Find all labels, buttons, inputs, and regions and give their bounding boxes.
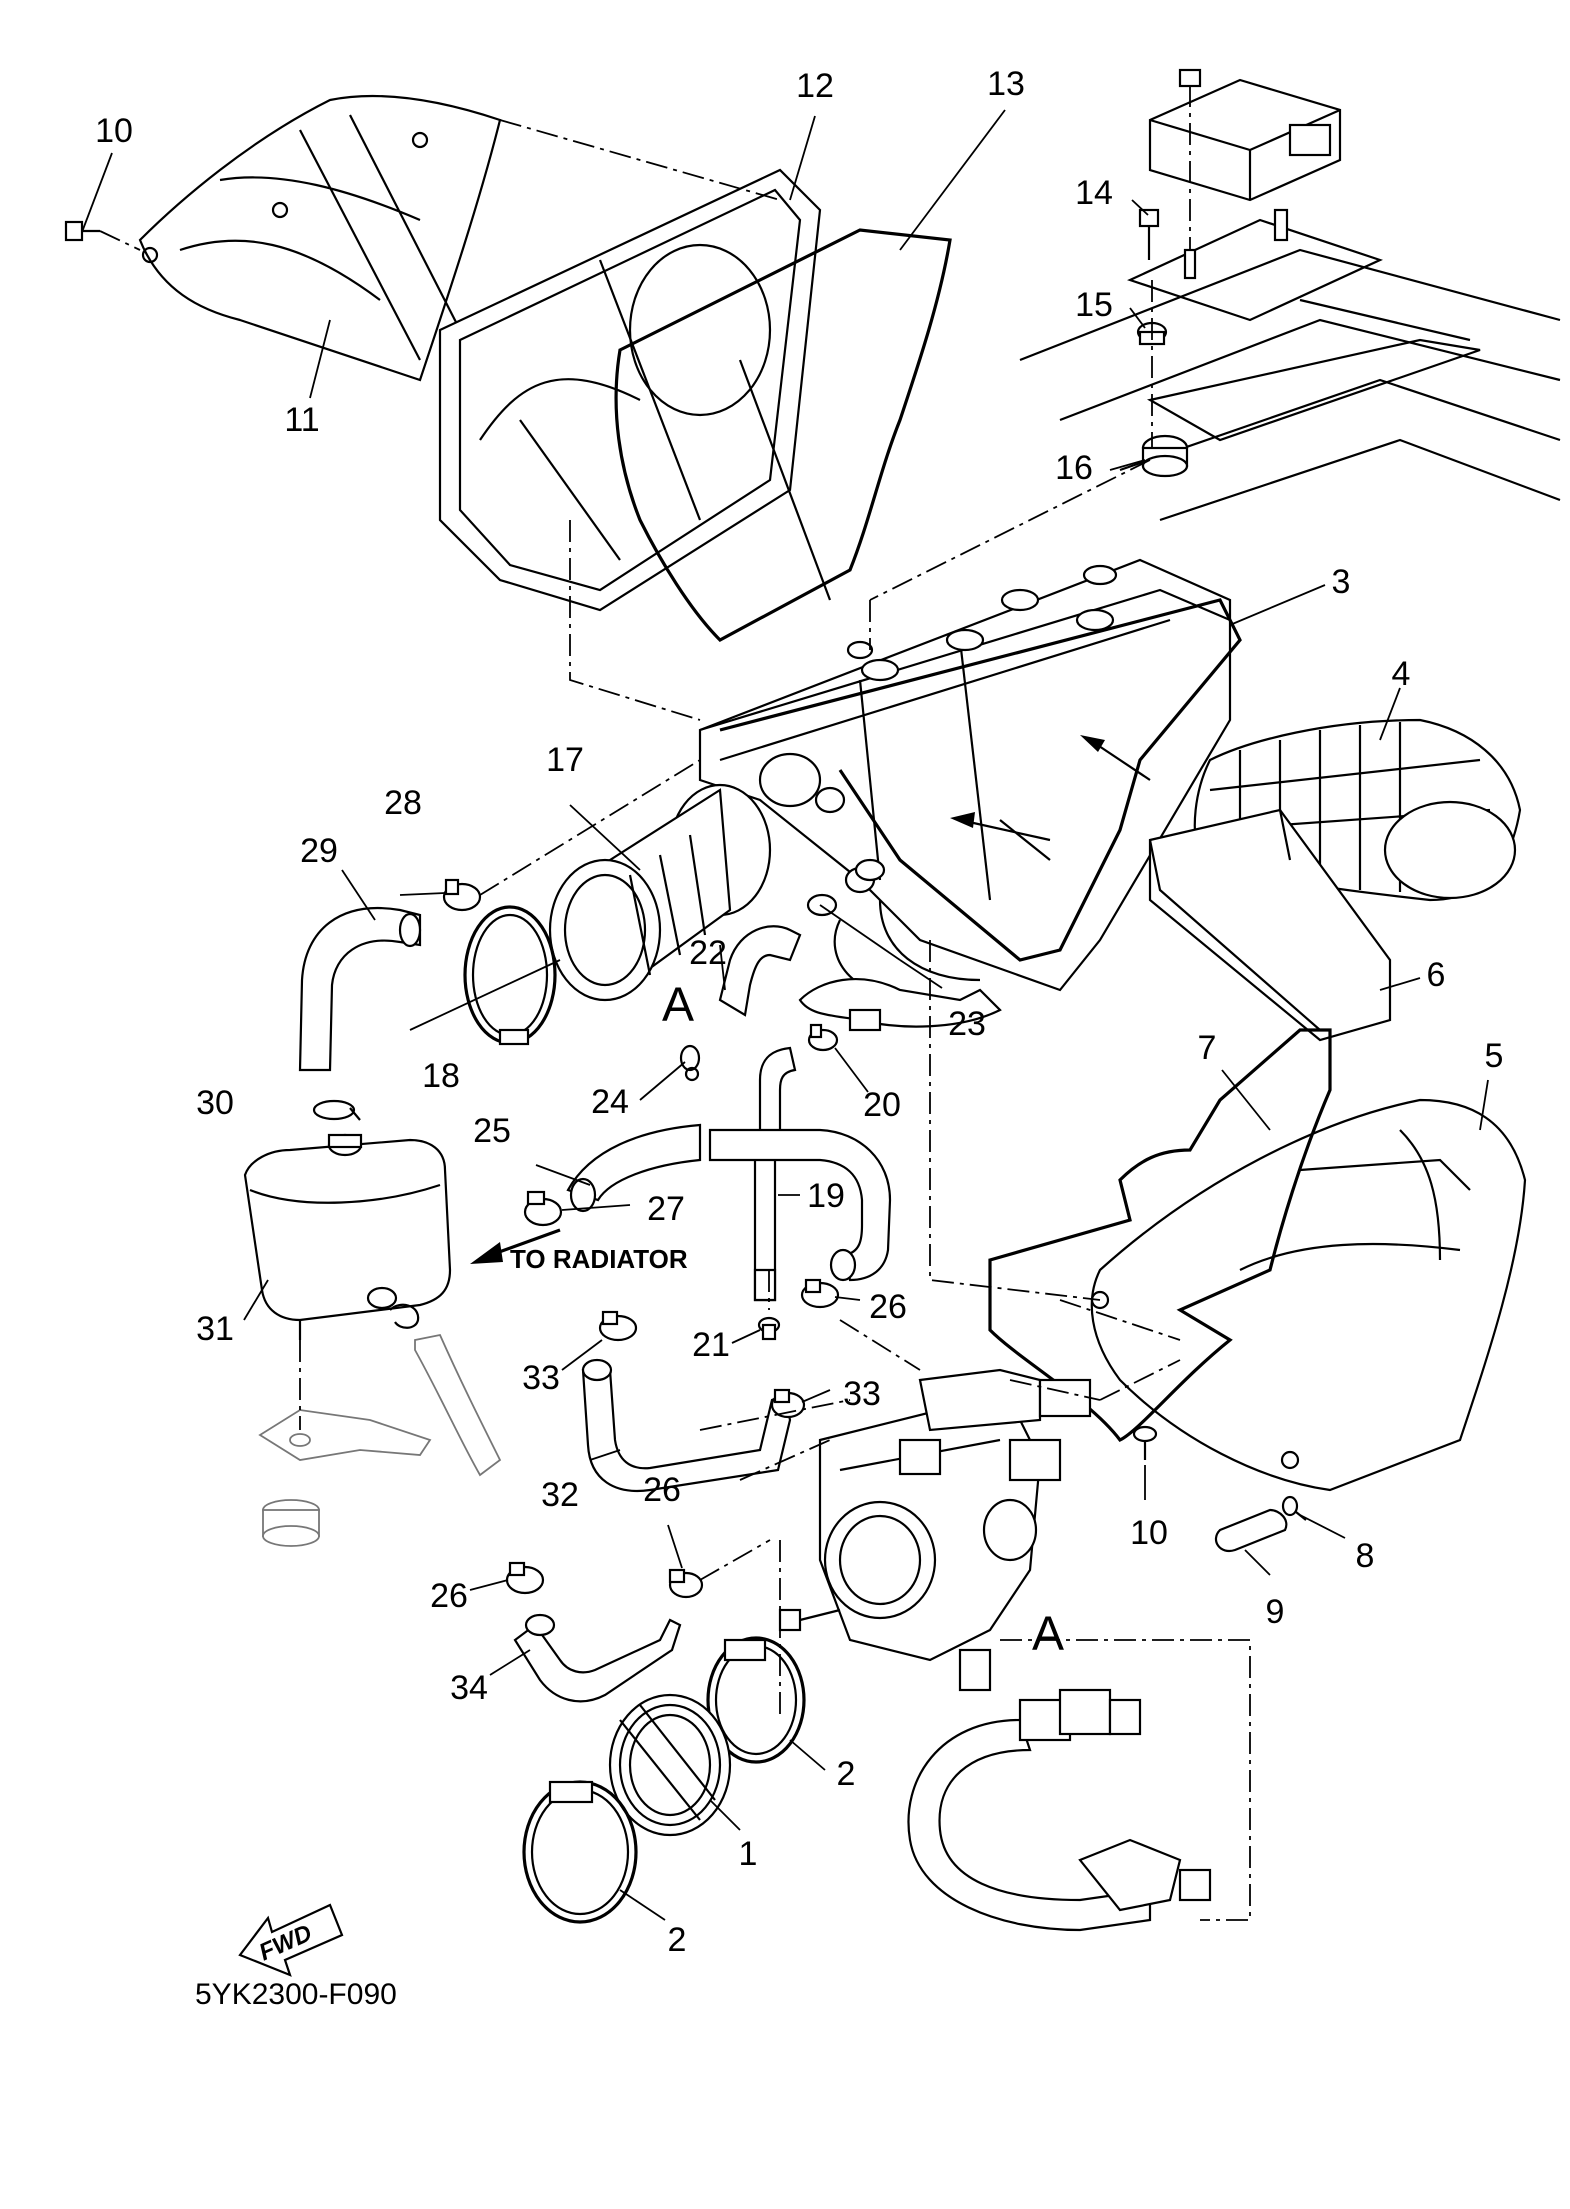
clamp-2-lower: [522, 1780, 638, 1924]
clip-27: [523, 1190, 563, 1227]
throttle-body: [778, 1368, 1092, 1692]
hose-clip-30: [312, 1099, 361, 1121]
fuel-hose: [907, 1688, 1212, 1932]
callout-2-lower: 2: [668, 1921, 687, 1959]
callout-22: 22: [689, 934, 727, 972]
callout-2-upper: 2: [837, 1755, 856, 1793]
callout-5: 5: [1485, 1037, 1504, 1075]
reservoir-tank-31: [243, 1133, 452, 1340]
clip-28: [442, 878, 482, 912]
callout-29: 29: [300, 832, 338, 870]
side-cover-right: [1090, 1098, 1527, 1492]
hose-25: [566, 1123, 702, 1213]
clip-33-left: [598, 1310, 638, 1342]
clip-26-middle: [668, 1568, 704, 1599]
callout-20: 20: [863, 1086, 901, 1124]
callout-26-upper: 26: [869, 1288, 907, 1326]
callout-10-upper: 10: [95, 112, 133, 150]
hose-32: [581, 1358, 792, 1492]
to-radiator-arrow: [470, 1228, 561, 1264]
clip-20: [807, 1023, 839, 1052]
grommet-16: [1141, 434, 1189, 478]
ecu-bracket: [1127, 208, 1383, 322]
callout-26-middle: 26: [643, 1471, 681, 1509]
fwd-arrow: FWD: [238, 1903, 344, 1977]
to-radiator-note: TO RADIATOR: [510, 1244, 688, 1274]
callout-26-left: 26: [430, 1577, 468, 1615]
callout-13: 13: [987, 65, 1025, 103]
callout-12: 12: [796, 67, 834, 105]
callout-14: 14: [1075, 174, 1113, 212]
callout-18: 18: [422, 1057, 460, 1095]
diagram-code: 5YK2300-F090: [195, 1978, 397, 2011]
hose-29: [298, 907, 422, 1072]
callout-24: 24: [591, 1083, 629, 1121]
clamp-18: [463, 905, 557, 1046]
clip-23: [806, 858, 886, 917]
bolt-lower: [1132, 1425, 1158, 1460]
bolt-14: [1138, 208, 1160, 260]
callout-31: 31: [196, 1310, 234, 1348]
callout-33-right: 33: [843, 1375, 881, 1413]
clip-26-upper: [800, 1278, 840, 1309]
callout-11: 11: [284, 401, 319, 439]
callout-15: 15: [1075, 286, 1113, 324]
joint-1: [608, 1693, 732, 1837]
callout-16: 16: [1055, 449, 1093, 487]
callout-33-left: 33: [522, 1359, 560, 1397]
clip-24: [679, 1044, 701, 1082]
callout-7: 7: [1198, 1029, 1217, 1067]
hose-19: [708, 1046, 892, 1302]
hose-22: [718, 925, 802, 1017]
clip-33-right: [770, 1388, 806, 1419]
frame-rails: [1019, 248, 1561, 522]
leader-lines: [81, 109, 1489, 1921]
callout-4: 4: [1392, 655, 1411, 693]
tank-bracket-ghost: [258, 1333, 502, 1547]
callout-27: 27: [647, 1190, 685, 1228]
clip-26-left: [505, 1561, 545, 1595]
air-box-plate-6: [1148, 808, 1392, 1042]
callout-labels: 10 11 12 13 14 15 16 3 4 17 28 29 22 23 …: [95, 65, 1503, 1959]
ecu-module: [1148, 68, 1342, 202]
callout-28: 28: [384, 784, 422, 822]
callout-23: 23: [948, 1005, 986, 1043]
callout-17: 17: [546, 741, 584, 779]
tank-hose-clip: [389, 1303, 420, 1329]
callout-3: 3: [1332, 563, 1351, 601]
drain-pipe-9: [1214, 1508, 1288, 1553]
callout-6: 6: [1427, 956, 1446, 994]
hose-34: [513, 1613, 682, 1703]
bolt-21: [757, 1316, 781, 1341]
callout-34: 34: [450, 1669, 488, 1707]
clamp-2-upper: [706, 1636, 806, 1764]
callout-30: 30: [196, 1084, 234, 1122]
filter-element-gasket: [614, 228, 952, 642]
airflow-arrows: [950, 735, 1151, 842]
ref-marker-a-lower: A: [1032, 1608, 1064, 1661]
callout-19: 19: [807, 1177, 845, 1215]
callout-25: 25: [473, 1112, 511, 1150]
callout-10-lower: 10: [1130, 1514, 1168, 1552]
callout-9: 9: [1266, 1593, 1285, 1631]
callout-21: 21: [692, 1326, 730, 1364]
callout-8: 8: [1356, 1537, 1375, 1575]
intake-joint-17: [548, 783, 772, 1002]
callout-1: 1: [739, 1835, 758, 1873]
side-cover-left: [138, 94, 502, 382]
air-box-cover: [438, 168, 822, 612]
ref-marker-a-upper: A: [662, 979, 694, 1032]
breather-pipe: [798, 978, 1002, 1032]
callout-32: 32: [541, 1476, 579, 1514]
